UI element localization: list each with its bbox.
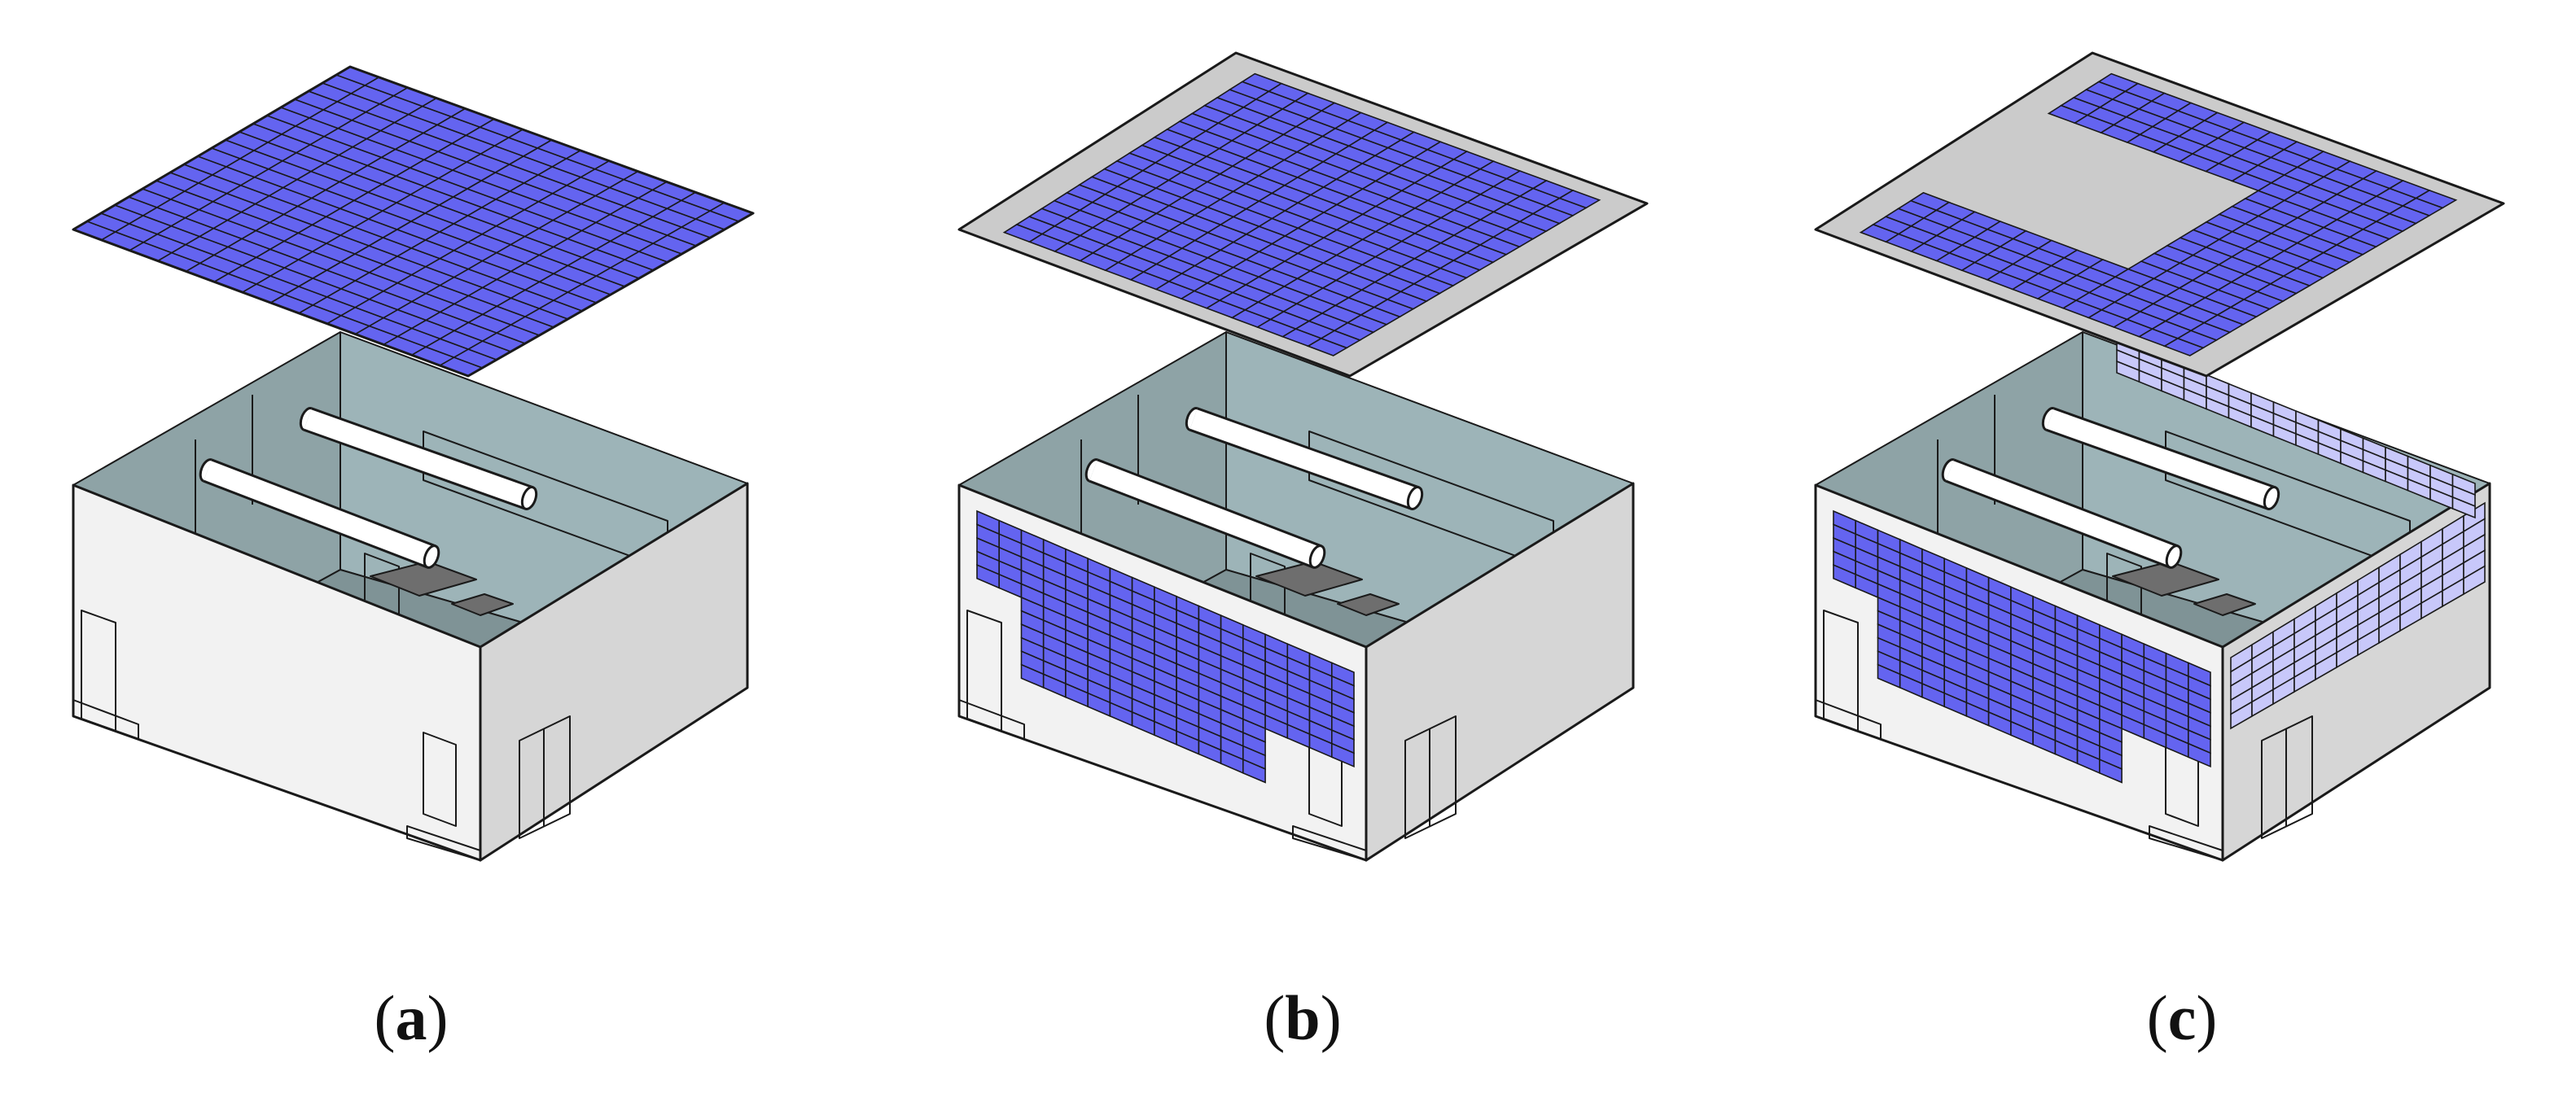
pipe-edge (1953, 458, 2179, 548)
pipe-edge (1097, 458, 1322, 548)
equipment-box (1255, 561, 1363, 597)
equipment-box (2112, 561, 2219, 597)
front-door-right (423, 732, 457, 827)
side-door (2261, 715, 2313, 839)
pipe-start (1185, 407, 1198, 431)
pipe-back (1185, 407, 1424, 510)
facade-pv-array (1833, 509, 2211, 784)
pipe-body (2046, 408, 2276, 509)
front-step-left (958, 699, 1025, 740)
pipe-start (1941, 458, 1955, 483)
pipe-back (2041, 407, 2280, 510)
pipe-start (299, 407, 313, 431)
pipe-end (2263, 486, 2280, 510)
front-step-right (1292, 825, 1367, 861)
pv-cell (2414, 190, 2458, 209)
front-step-left (72, 699, 139, 740)
pipe-edge (311, 407, 534, 489)
roof-pv-array-partial (1859, 72, 2458, 356)
pipe-end (1406, 486, 1424, 510)
roof-pv-array (1002, 72, 1601, 356)
pv-cell (1557, 190, 1601, 209)
pipe-end (2165, 544, 2183, 569)
pipe-body (1946, 459, 2178, 568)
pipe-start (199, 458, 212, 483)
pipe-body (1089, 459, 1321, 568)
equipment-box-small (451, 593, 514, 616)
pipe-edge (2053, 407, 2276, 489)
pipe-body (1189, 408, 1419, 509)
side-door (519, 715, 571, 839)
pipe-body (304, 408, 533, 509)
pipe-end (520, 486, 538, 510)
pv-cell (1331, 742, 1355, 768)
configuration-b-roof-and-facade-pv (957, 51, 1649, 862)
pipe-end (423, 544, 440, 569)
caption-b: (b) (1264, 982, 1342, 1053)
pipe-front (199, 458, 440, 569)
pv-cell (2463, 565, 2486, 596)
pv-cell (2188, 742, 2211, 768)
side-door (1404, 715, 1457, 839)
pipe-edge (1197, 407, 1420, 489)
equipment-box-small (2193, 593, 2256, 616)
front-step-right (2149, 825, 2223, 861)
pipe-edge (1189, 428, 1412, 510)
pipe-edge (1945, 479, 2171, 569)
pv-cell (2099, 758, 2123, 784)
equipment-box-small (1337, 593, 1400, 616)
configuration-a-roof-pv (72, 65, 755, 862)
pv-cell (1242, 758, 1266, 784)
roof-pv-array (72, 66, 755, 377)
pipe-body (204, 459, 436, 568)
pipe-start (2041, 407, 2055, 431)
roof-pv-outline (72, 65, 755, 378)
pipe-edge (211, 458, 436, 548)
side-wall (1365, 482, 1635, 862)
facade-pv-array (976, 509, 1355, 784)
side-wall-transparent-pv (2230, 501, 2486, 730)
back-wall-transparent-pv (2116, 337, 2476, 519)
configuration-c-partial-roof-facade-and-transparent-pv (1814, 51, 2505, 862)
pipe-front (1941, 458, 2183, 569)
caption-c: (c) (2146, 982, 2218, 1053)
pipe-end (1308, 544, 1326, 569)
roof-slab (1814, 51, 2505, 378)
equipment-box (370, 561, 477, 597)
front-step-right (406, 825, 481, 861)
pv-cell (2451, 496, 2476, 519)
pipe-back (299, 407, 538, 510)
pipe-edge (1089, 479, 1314, 569)
pipe-front (1084, 458, 1326, 569)
front-step-left (1815, 699, 1882, 740)
pipe-edge (303, 428, 526, 510)
pipe-edge (203, 479, 428, 569)
pipe-edge (2045, 428, 2268, 510)
pipe-start (1084, 458, 1098, 483)
caption-a: (a) (374, 982, 449, 1053)
side-wall (479, 482, 749, 862)
